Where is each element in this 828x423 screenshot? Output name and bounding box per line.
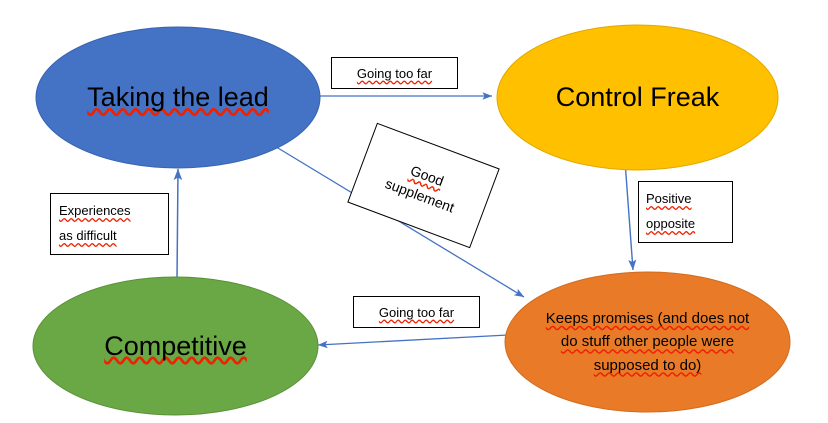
- node-control-freak[interactable]: Control Freak: [497, 25, 778, 170]
- node-label-keeps-promises-line-2: do stuff other people were: [560, 333, 735, 351]
- node-label-keeps-promises-line-3: supposed to do): [593, 356, 702, 374]
- edge-control-freak-to-keeps-promises: [624, 160, 637, 271]
- edge-label-text-line-1: Positive: [646, 191, 692, 207]
- edge-keeps-promises-to-competitive: [317, 334, 509, 349]
- node-shape-competitive[interactable]: [32, 276, 319, 416]
- edge-label-positive-opposite[interactable]: Positive opposite: [638, 181, 733, 243]
- edge-label-going-too-far-bottom[interactable]: Going too far: [353, 296, 480, 328]
- edge-label-text-line-1: Experiences: [59, 203, 131, 219]
- node-shape-control-freak[interactable]: [496, 24, 779, 171]
- node-label-competitive: Competitive: [104, 330, 247, 361]
- node-label-keeps-promises-line-1: Keeps promises (and does not: [545, 310, 750, 328]
- edge-label-text-line-2: as difficult: [59, 228, 117, 243]
- node-shape-taking-the-lead[interactable]: [35, 26, 321, 169]
- node-label-control-freak: Control Freak: [555, 82, 720, 113]
- node-keeps-promises[interactable]: Keeps promises (and does not do stuff ot…: [505, 272, 790, 412]
- node-shape-keeps-promises[interactable]: [504, 271, 791, 413]
- edge-competitive-to-lead: [173, 168, 183, 282]
- edge-label-experiences-as-difficult[interactable]: Experiences as difficult: [50, 193, 169, 255]
- edge-label-text: Going too far: [378, 304, 455, 320]
- edge-label-going-too-far-top[interactable]: Going too far: [331, 57, 458, 89]
- node-competitive[interactable]: Competitive: [33, 277, 318, 415]
- edge-label-text-line-2: opposite: [646, 216, 696, 231]
- edge-label-text: Going too far: [356, 65, 433, 81]
- node-taking-the-lead[interactable]: Taking the lead: [36, 27, 320, 168]
- node-label-taking-the-lead: Taking the lead: [87, 82, 269, 113]
